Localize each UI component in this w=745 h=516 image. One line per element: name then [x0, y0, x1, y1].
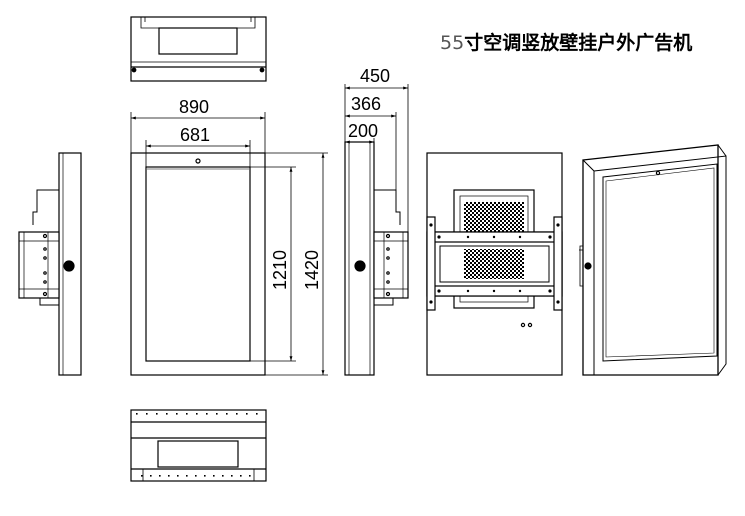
dim-overall-width: 890	[179, 97, 209, 117]
back-view	[426, 152, 563, 376]
dim-depth-body: 200	[348, 121, 378, 141]
perspective-view	[579, 144, 727, 376]
dim-depth-mid: 366	[351, 94, 381, 114]
dim-screen-width: 681	[180, 125, 210, 145]
model-size: 55	[440, 32, 465, 54]
dim-screen-height: 1210	[270, 250, 290, 290]
dim-overall-height: 1420	[302, 250, 322, 290]
right-side-view	[344, 84, 409, 376]
top-view	[130, 16, 267, 82]
product-name: 寸空调竖放壁挂户外广告机	[464, 32, 693, 54]
left-side-view	[18, 152, 82, 376]
bottom-view	[130, 409, 267, 482]
drawing-title: 55寸空调竖放壁挂户外广告机	[440, 28, 692, 55]
front-view	[130, 112, 328, 376]
dim-depth-total: 450	[360, 66, 390, 86]
